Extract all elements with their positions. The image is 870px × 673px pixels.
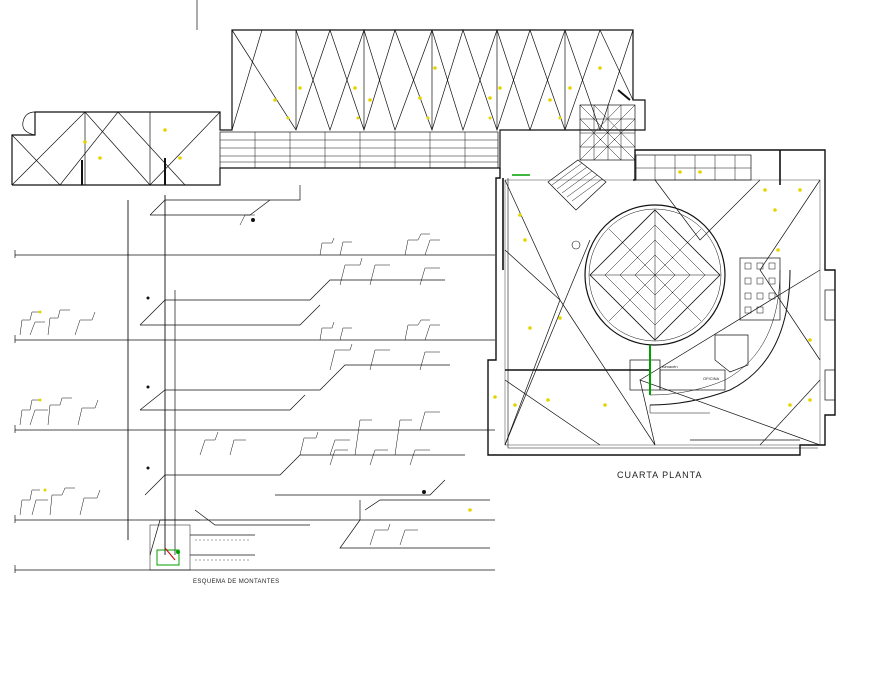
stair-treads [551,162,603,202]
room-label-storage: Almacén [662,364,678,369]
riser-accents [146,218,426,566]
roof-fixtures [83,66,602,160]
room-label-office: OFICINA [703,376,720,381]
riser-fixtures [38,310,472,512]
riser-diagram [14,185,495,573]
skylight-stripes [220,132,498,168]
floor-accents [502,150,781,395]
roof-plan [11,0,646,186]
floor-fixtures [493,170,812,407]
grid-block [579,104,636,161]
riser-diagram-title: ESQUEMA DE MONTANTES [193,579,280,585]
fourth-floor-plan [487,104,836,456]
floor-plan-title: CUARTA PLANTA [617,470,703,480]
tables [744,262,776,314]
fixture-groups [19,214,440,546]
